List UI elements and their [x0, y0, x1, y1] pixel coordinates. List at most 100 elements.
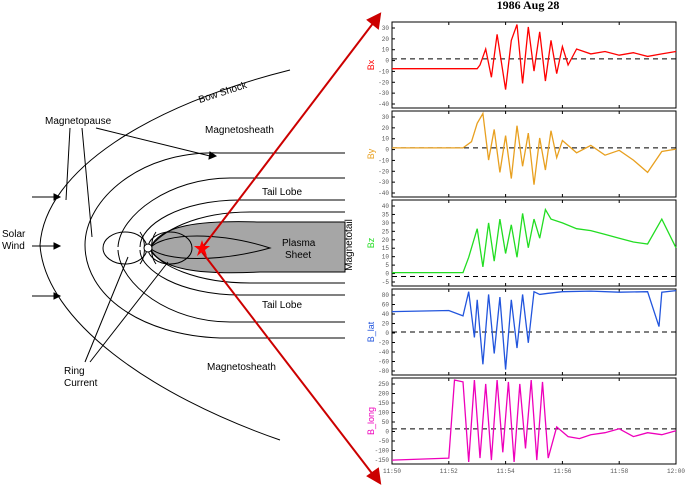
y-tick-label: 20 [382, 36, 390, 43]
series-line-b-lat [391, 289, 677, 370]
plasma-sheet-region [149, 221, 346, 274]
arrow-head-bottom [366, 467, 382, 485]
panel-label: B_long [366, 407, 376, 435]
plot-title: 1986 Aug 28 [497, 0, 560, 12]
y-tick-label: 25 [382, 228, 390, 235]
y-tick-label: 20 [382, 125, 390, 132]
plot-panels: 3020100-10-20-30-40Bx3020100-10-20-30-40… [366, 21, 685, 475]
y-tick-label: -40 [378, 101, 389, 108]
y-tick-label: 200 [378, 391, 389, 398]
bow-shock-line [39, 69, 291, 441]
field-line [139, 199, 345, 248]
y-tick-label: -5 [382, 279, 390, 286]
y-tick-label: -20 [378, 168, 389, 175]
panel-bx: 30 20 10 0 -10 -20 -30 -40 Bx [366, 21, 677, 109]
y-tick-label: -20 [378, 79, 389, 86]
arrow-head-top [366, 12, 382, 30]
y-tick-label: 10 [382, 136, 390, 143]
panel-label: By [366, 148, 376, 159]
y-tick-label: 0 [385, 147, 389, 154]
x-tick-label: 12:00 [667, 468, 685, 475]
y-tick-label: 250 [378, 381, 389, 388]
wind-label: Wind [2, 241, 25, 252]
x-tick-label: 11:50 [383, 468, 401, 475]
connector-arrows [201, 12, 382, 485]
panel-b-long: 250 200 150 100 50 0 -50 -100 -150 B_long [366, 377, 677, 465]
solar-wind-arrows [32, 193, 62, 300]
magnetopause-line [84, 152, 345, 339]
series-line-bz [392, 207, 677, 274]
current-label: Current [64, 378, 98, 389]
field-line [149, 211, 345, 249]
y-tick-label: 0 [385, 429, 389, 436]
field-line [149, 235, 272, 259]
x-tick-label: 11:52 [440, 468, 458, 475]
y-tick-label: 40 [382, 311, 390, 318]
panel-label: B_lat [366, 321, 376, 342]
label-pointers [65, 127, 218, 363]
magnetosphere-diagram [39, 69, 346, 441]
y-tick-label: -10 [378, 157, 389, 164]
field-line [117, 177, 345, 248]
x-tick-label: 11:56 [553, 468, 571, 475]
y-tick-label: 30 [382, 25, 390, 32]
magnetopause-label: Magnetopause [45, 116, 112, 127]
tail-lobe-top-label: Tail Lobe [262, 187, 302, 198]
series-line-by [392, 111, 677, 185]
series-line-bx [392, 24, 677, 90]
y-tick-label: 5 [385, 262, 389, 269]
sheet-label: Sheet [285, 250, 311, 261]
panel-frame [391, 288, 677, 376]
y-tick-label: 15 [382, 245, 390, 252]
y-tick-label: 30 [382, 220, 390, 227]
panel-frame [391, 199, 677, 287]
y-tick-label: 0 [385, 58, 389, 65]
magnetosheath-bottom-label: Magnetosheath [207, 362, 276, 373]
spacecraft-star-marker [194, 240, 210, 256]
y-tick-label: -20 [378, 340, 389, 347]
panel-b-lat: 80 60 40 20 0 -20 -40 -60 -80 B_lat [366, 288, 677, 376]
y-tick-label: -40 [378, 190, 389, 197]
x-tick-label: 11:58 [610, 468, 628, 475]
y-tick-label: -50 [378, 438, 389, 445]
panel-frame [391, 21, 677, 109]
y-tick-label: -60 [378, 359, 389, 366]
y-tick-label: 30 [382, 114, 390, 121]
field-line [149, 249, 345, 284]
y-tick-label: 50 [382, 419, 390, 426]
solar-label: Solar [2, 229, 26, 240]
y-tick-label: 80 [382, 292, 390, 299]
ring-current-loop [102, 231, 148, 265]
series-line-b-long [391, 379, 677, 463]
ring-label: Ring [64, 366, 85, 377]
y-tick-label: 10 [382, 47, 390, 54]
y-tick-label: 20 [382, 237, 390, 244]
y-tick-label: 10 [382, 254, 390, 261]
y-tick-label: 20 [382, 321, 390, 328]
x-tick-label: 11:54 [497, 468, 515, 475]
panel-label: Bx [366, 59, 376, 70]
y-tick-label: -100 [375, 448, 390, 455]
bow-shock-label: Bow Shock [197, 80, 249, 106]
y-tick-label: 100 [378, 410, 389, 417]
y-tick-label: -150 [375, 457, 390, 464]
tail-lobe-bottom-label: Tail Lobe [262, 300, 302, 311]
y-tick-label: 40 [382, 203, 390, 210]
magnetosheath-top-label: Magnetosheath [205, 125, 274, 136]
group-y-label: Magnetotail [344, 219, 355, 271]
y-tick-label: -10 [378, 68, 389, 75]
y-tick-label: -30 [378, 90, 389, 97]
panel-by: 30 20 10 0 -10 -20 -30 -40 By [366, 110, 677, 198]
y-tick-label: 35 [382, 211, 390, 218]
earth [143, 243, 153, 253]
y-tick-label: 60 [382, 302, 390, 309]
y-tick-label: -30 [378, 179, 389, 186]
y-tick-label: 0 [385, 271, 389, 278]
y-tick-label: 0 [385, 330, 389, 337]
y-tick-label: 150 [378, 400, 389, 407]
panel-label: Bz [366, 237, 376, 248]
y-tick-label: -40 [378, 349, 389, 356]
y-tick-label: -80 [378, 368, 389, 375]
